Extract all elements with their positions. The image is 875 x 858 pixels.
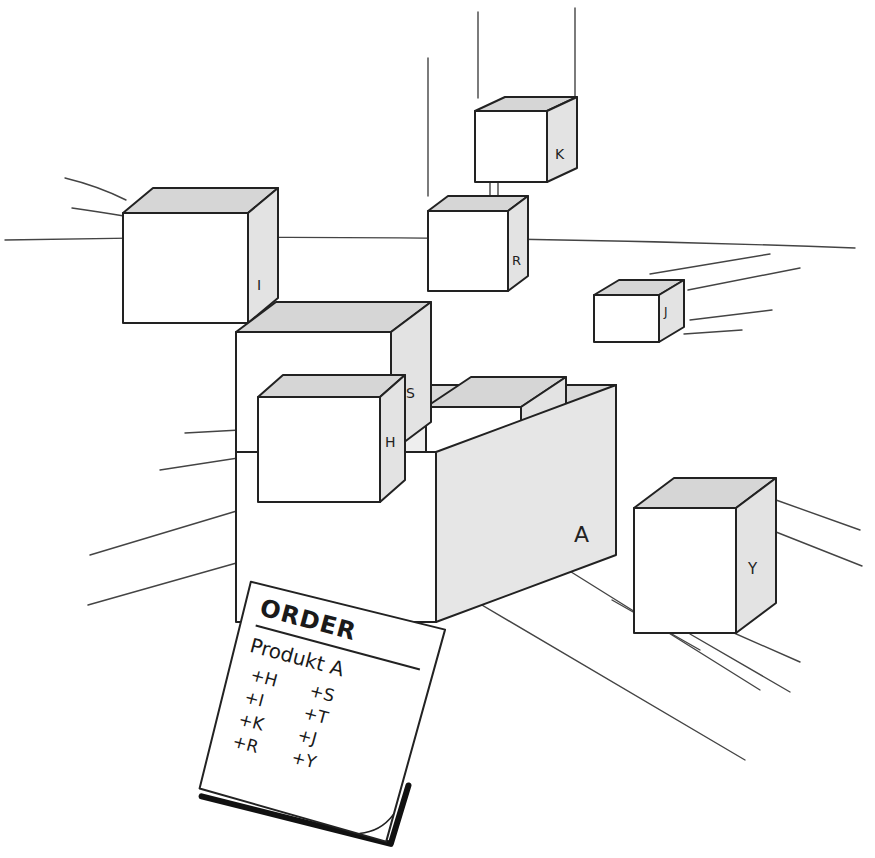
order-sheet-paper (195, 578, 445, 842)
box-shape (594, 280, 684, 342)
motion-line (776, 500, 860, 530)
box-drawing (594, 280, 684, 342)
floor-line (88, 562, 240, 605)
box-front (634, 508, 736, 633)
box-drawing (428, 196, 528, 291)
floor-line (90, 510, 240, 555)
box-label: Y (748, 562, 757, 577)
motion-line (688, 268, 800, 290)
box-label: I (257, 278, 261, 292)
motion-line (65, 178, 126, 200)
fall-line (427, 58, 428, 196)
sheet-curl (359, 807, 393, 840)
order-column: +H+I+K+R (230, 663, 280, 759)
fall-line (477, 12, 478, 98)
box: Y (634, 478, 776, 633)
box: H (258, 375, 405, 502)
motion-line (690, 310, 772, 320)
box-front (475, 111, 547, 182)
box: I (123, 188, 278, 323)
box: K (475, 97, 577, 182)
box-front (428, 211, 508, 291)
box-front (123, 213, 248, 323)
box-label: R (512, 254, 521, 267)
box-drawing (258, 375, 405, 502)
box-label: J (664, 306, 668, 318)
box-label: H (385, 435, 396, 449)
box-label: A (574, 524, 589, 546)
box-side (547, 97, 577, 182)
box: J (594, 280, 684, 342)
box-shape (475, 97, 577, 182)
box: R (428, 196, 528, 291)
open-box: A S H (236, 302, 616, 622)
box-drawing (123, 188, 278, 323)
motion-line (776, 532, 862, 566)
box-label: K (555, 147, 564, 161)
box-label: S (406, 386, 415, 400)
order-item: +Y (289, 745, 319, 774)
floor-line (185, 430, 240, 433)
motion-line (650, 254, 770, 274)
fall-line (574, 8, 575, 96)
box-drawing (475, 97, 577, 182)
box-drawing (634, 478, 776, 633)
box-shape (258, 375, 405, 502)
box-shape (634, 478, 776, 633)
box-side (736, 478, 776, 633)
motion-line (690, 634, 790, 692)
motion-line (684, 330, 742, 334)
box-side (436, 385, 616, 622)
box-front (258, 397, 380, 502)
box-side (508, 196, 528, 291)
box-side (380, 375, 405, 502)
box-side (659, 280, 684, 342)
box-shape (428, 196, 528, 291)
motion-line (72, 208, 124, 216)
box-shape (123, 188, 278, 323)
box-front (594, 295, 659, 342)
order-column: +S+T+J+Y (289, 679, 337, 774)
